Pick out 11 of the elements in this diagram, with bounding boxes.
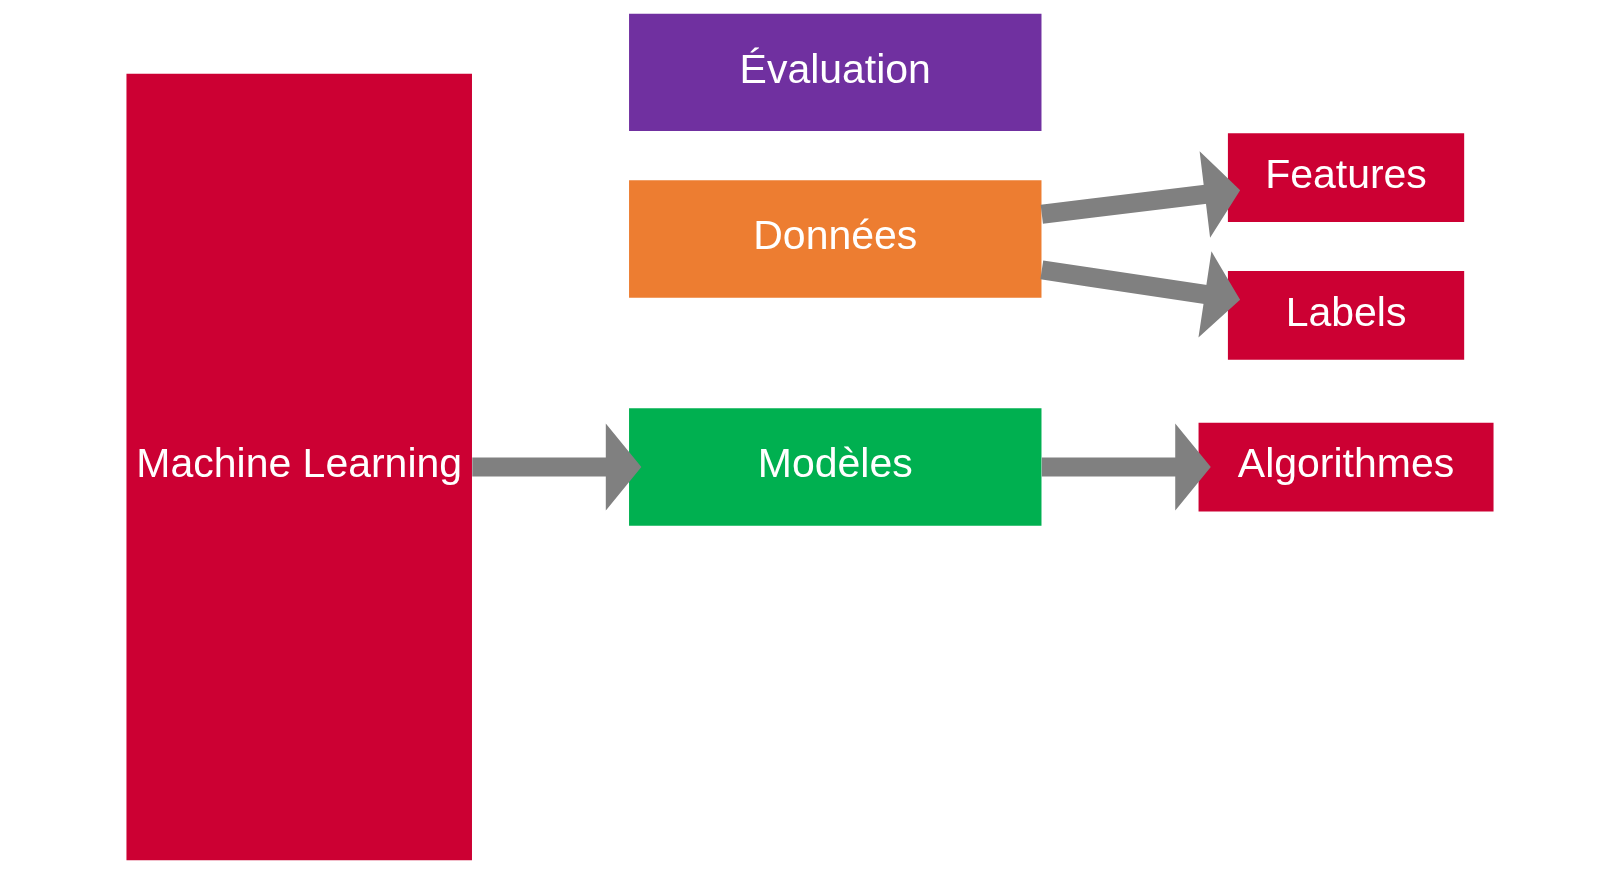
node-box: Features (1227, 133, 1464, 222)
node-box: Modèles (628, 408, 1041, 526)
node-box: Évaluation (628, 13, 1041, 132)
node-box: Machine Learning (125, 73, 472, 861)
node-box: Données (628, 180, 1041, 298)
arrow (1041, 423, 1211, 511)
node-box: Algorithmes (1198, 422, 1494, 512)
node-box: Labels (1227, 271, 1464, 360)
arrow (471, 423, 641, 511)
arrow (1040, 151, 1240, 238)
arrow (1039, 251, 1240, 338)
